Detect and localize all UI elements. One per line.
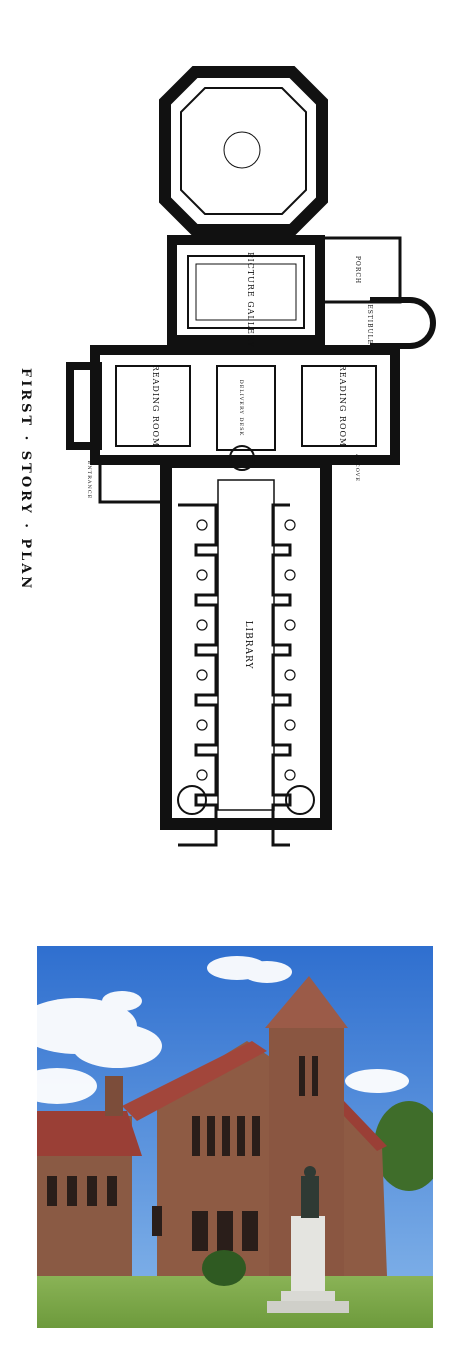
alcoves-left	[178, 503, 292, 847]
label-entrance: ENTRANCE	[86, 461, 92, 500]
building-photo	[37, 946, 433, 1328]
library-wing	[160, 456, 332, 830]
label-alcove: ALCOVE	[354, 453, 360, 482]
left-bay	[66, 362, 102, 450]
reading-room-right	[301, 365, 377, 447]
entrance-porch	[98, 460, 164, 504]
octagon-room	[159, 66, 328, 236]
label-library: LIBRARY	[243, 621, 253, 670]
delivery-area	[216, 365, 276, 451]
label-vestibule: VESTIBULE	[366, 298, 373, 345]
floor-plan: FIRST · STORY · PLAN	[18, 66, 436, 847]
label-porch: PORCH	[354, 256, 361, 284]
label-reading-room-left: READING ROOM	[151, 365, 160, 447]
label-reading-room-right: READING ROOM	[338, 365, 347, 447]
plan-title: FIRST · STORY · PLAN	[18, 368, 33, 592]
label-picture-gallery: PICTURE GALLERY	[246, 252, 255, 348]
reading-room-left	[115, 365, 191, 447]
vestibule-apse	[370, 297, 436, 349]
picture-gallery-room	[167, 235, 325, 345]
floor-plan-drawing: PICTURE GALLERY PORCH VESTIBULE READING …	[66, 66, 436, 847]
label-delivery-desk: DELIVERY DESK	[238, 380, 244, 437]
porch	[320, 236, 402, 304]
